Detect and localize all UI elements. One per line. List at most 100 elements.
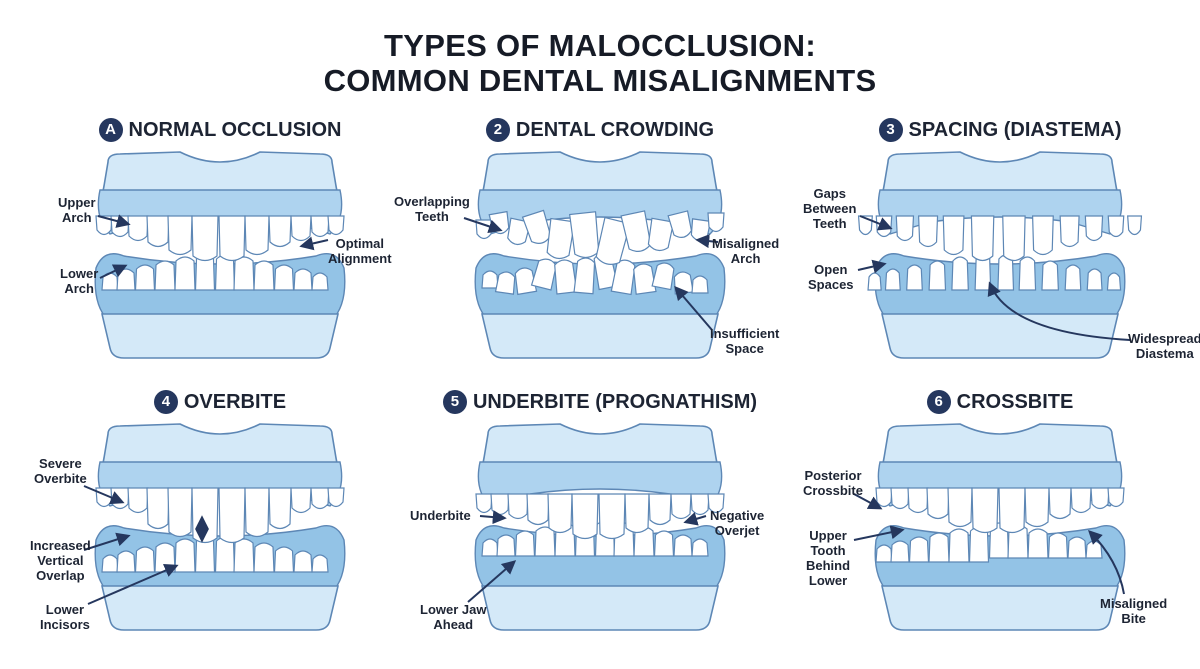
lower-tooth <box>948 528 970 563</box>
lower-gum <box>100 313 340 359</box>
jaw-illustration <box>474 151 726 359</box>
callout-label-line: Optimal <box>335 236 384 251</box>
callout-label-line: Arch <box>730 251 761 266</box>
lower-tooth <box>116 550 136 573</box>
upper-tooth <box>707 493 725 514</box>
upper-tooth <box>917 215 939 248</box>
upper-tooth <box>907 487 929 514</box>
panel-title: CROSSBITE <box>956 391 1074 413</box>
lower-tooth <box>554 259 578 295</box>
callout-label-line: Ahead <box>433 617 474 632</box>
title-line-2: COMMON DENTAL MISALIGNMENTS <box>323 63 877 98</box>
upper-tooth <box>546 217 576 260</box>
lower-gum <box>100 585 340 631</box>
lower-tooth <box>481 538 499 557</box>
lower-tooth <box>233 538 255 573</box>
lower-tooth <box>1064 264 1082 291</box>
panel-number-badge: 6 <box>926 390 951 414</box>
callout-label-line: Vertical <box>37 553 84 568</box>
lower-tooth <box>673 271 694 295</box>
lower-gum <box>480 585 720 631</box>
callout-arrow <box>674 285 713 331</box>
upper-tooth <box>310 215 330 238</box>
upper-tooth <box>1002 215 1026 262</box>
callout-label-line: Open <box>814 262 848 277</box>
lower-gum <box>880 585 1120 631</box>
callout-arrow <box>479 510 507 525</box>
callout-arrow <box>853 493 883 510</box>
upper-tooth <box>146 215 170 248</box>
lower-tooth <box>951 256 969 291</box>
callout-arrow <box>463 217 503 234</box>
upper-tooth <box>1107 487 1125 508</box>
lower-tooth <box>496 534 516 557</box>
callout-label-line: Crossbite <box>803 483 863 498</box>
upper-tooth <box>624 493 650 534</box>
callout-label-line: Space <box>725 341 764 356</box>
lower-tooth <box>253 260 275 291</box>
upper-tooth <box>947 487 973 528</box>
lower-tooth <box>884 268 901 291</box>
callout-arrow <box>987 281 1131 341</box>
upper-tooth <box>1107 215 1125 238</box>
upper-tooth <box>490 493 510 516</box>
callout-label-line: Lower <box>808 573 848 588</box>
upper-tooth <box>1127 215 1143 236</box>
title-line-1: TYPES OF MALOCCLUSION: <box>384 28 816 63</box>
lower-tooth <box>1018 256 1037 291</box>
lower-tooth <box>906 264 923 291</box>
panel-number-badge: 2 <box>485 118 510 142</box>
callout-arrow <box>1088 530 1125 595</box>
panel-illustration-normal-occlusion <box>94 151 346 359</box>
upper-tooth <box>875 487 893 508</box>
callout-label-line: Posterior <box>804 468 862 483</box>
upper-tooth <box>1090 487 1110 510</box>
callout-label-line: Gaps <box>813 186 846 201</box>
upper-tooth <box>670 493 692 520</box>
upper-tooth <box>290 487 312 514</box>
callout-label: Underbite <box>410 508 471 523</box>
callout-label-line: Alignment <box>328 251 392 266</box>
callout-label-line: Behind <box>806 558 851 573</box>
lower-tooth <box>101 554 119 573</box>
upper-gingiva <box>477 461 723 507</box>
panel-illustration-spacing-diastema <box>857 151 1143 359</box>
callout-label-line: Underbite <box>410 508 471 523</box>
upper-tooth <box>327 487 345 508</box>
lower-tooth <box>481 270 499 289</box>
upper-tooth <box>690 218 712 242</box>
upper-tooth <box>167 487 193 538</box>
callout-label-line: Bite <box>1121 611 1146 626</box>
callout-label-line: Upper <box>58 195 96 210</box>
upper-tooth <box>970 215 995 262</box>
upper-tooth <box>598 493 626 540</box>
jaw-illustration <box>94 151 346 359</box>
jaw-illustration <box>94 423 346 631</box>
panel-number-badge: 5 <box>442 390 467 414</box>
page-title: TYPES OF MALOCCLUSION: COMMON DENTAL MIS… <box>0 28 1200 98</box>
callout-label-line: Diastema <box>1135 346 1194 361</box>
panel-title: NORMAL OCCLUSION <box>128 119 342 141</box>
callout-arrow <box>683 512 707 526</box>
upper-tooth <box>507 493 529 520</box>
callout-label-line: Severe <box>39 456 82 471</box>
callout-arrow <box>99 264 128 279</box>
callout-label-line: Overbite <box>34 471 87 486</box>
callout-label-line: Increased <box>30 538 91 553</box>
lower-tooth <box>691 275 709 294</box>
upper-tooth <box>167 215 193 256</box>
panel-number-badge: 3 <box>878 118 903 142</box>
